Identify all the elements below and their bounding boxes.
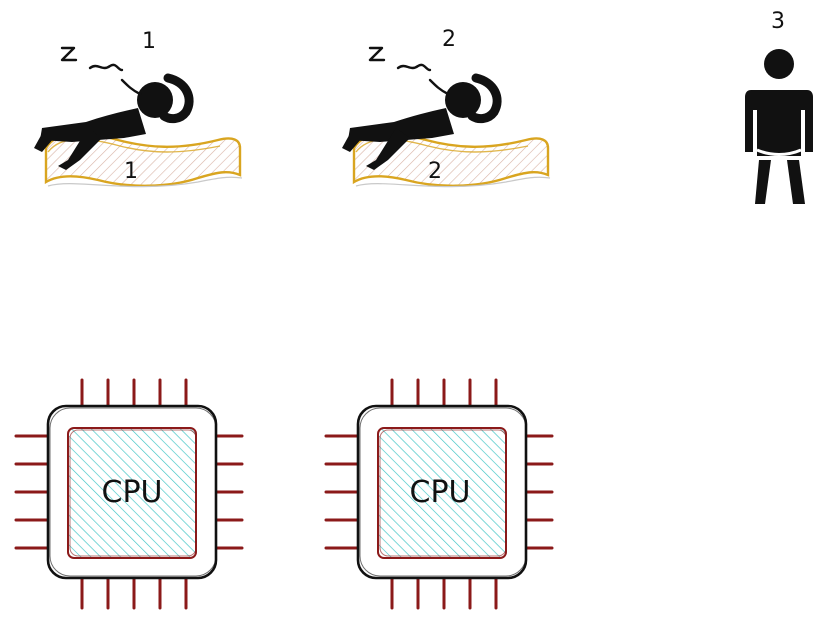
figure-2-bed-label: 2 xyxy=(428,159,442,184)
sleeper-figure-2: 2 2 xyxy=(342,27,550,187)
figure-1-bed-label: 1 xyxy=(124,159,138,184)
sleeping-person-icon xyxy=(34,48,242,187)
figure-2-top-label: 2 xyxy=(442,27,456,52)
cpu-1-label: CPU xyxy=(102,475,163,510)
cpu-chip-2: CPU xyxy=(324,378,554,610)
cpu-chip-1: CPU xyxy=(14,378,244,610)
cpu-2-label: CPU xyxy=(410,475,471,510)
standing-person-icon xyxy=(743,47,815,206)
person-figure-3: 3 xyxy=(743,9,815,206)
figure-1-top-label: 1 xyxy=(142,29,156,54)
sleeper-figure-1: 1 1 xyxy=(34,29,242,187)
sleeping-person-icon xyxy=(342,48,550,187)
figure-3-top-label: 3 xyxy=(771,9,785,34)
